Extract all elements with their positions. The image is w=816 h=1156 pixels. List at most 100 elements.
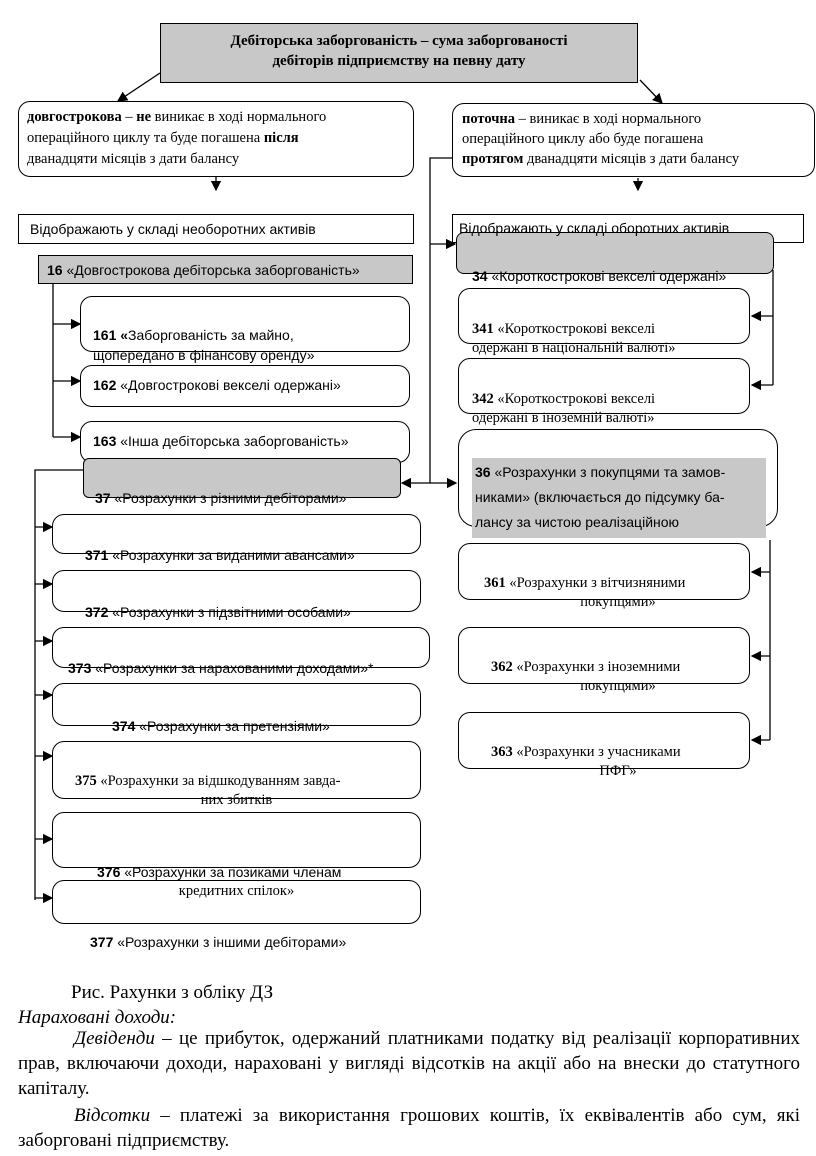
account-16-code: 16 bbox=[47, 262, 63, 278]
account-36-highlight bbox=[472, 458, 766, 538]
account-363-box bbox=[458, 712, 750, 769]
account-37-name: «Розрахунки з різними дебіторами» bbox=[110, 490, 347, 506]
current-term: поточна bbox=[462, 111, 516, 127]
title-box bbox=[160, 23, 638, 83]
account-361-code: 361 bbox=[484, 575, 506, 591]
account-374-label: 374 «Розрахунки за претензіями» bbox=[112, 718, 330, 735]
account-374-code: 374 bbox=[112, 718, 136, 734]
account-363-line-2: ПФГ» bbox=[599, 763, 637, 779]
account-342-line-2: одержані в іноземній валюті» bbox=[472, 410, 655, 426]
account-163-code: 163 bbox=[93, 433, 117, 449]
account-373-label: 373 «Розрахунки за нарахованими доходами… bbox=[68, 660, 373, 677]
account-342-code: 342 bbox=[472, 391, 494, 407]
account-341-line-1: 341 «Короткострокові векселі bbox=[472, 321, 655, 338]
account-375-code: 375 bbox=[75, 773, 97, 789]
account-162-label: 162 «Довгострокові векселі одержані» bbox=[93, 377, 341, 394]
account-36-code: 36 bbox=[475, 464, 491, 480]
account-363-line-1: 363 «Розрахунки з учасниками bbox=[491, 744, 681, 761]
subheading: Нараховані доходи: bbox=[18, 1007, 177, 1028]
account-372-name: «Розрахунки з підзвітними особами» bbox=[108, 604, 351, 620]
account-363-line-1-text: «Розрахунки з учасниками bbox=[512, 744, 681, 760]
current-box bbox=[452, 103, 815, 177]
account-34-box bbox=[456, 232, 774, 274]
longterm-line-3: дванадцяти місяців з дати балансу bbox=[27, 151, 240, 167]
account-377-label: 377 «Розрахунки з іншими дебіторами» bbox=[90, 934, 346, 951]
account-162-name: «Довгострокові векселі одержані» bbox=[116, 377, 341, 393]
account-375-line-1: 375 «Розрахунки за відшкодуванням завда- bbox=[75, 773, 340, 790]
account-375-box bbox=[52, 741, 421, 799]
account-16-label: 16 «Довгострокова дебіторська заборгован… bbox=[47, 262, 360, 279]
account-36-line-1-text: «Розрахунки з покупцями та замов- bbox=[490, 464, 726, 480]
account-342-box bbox=[458, 358, 750, 414]
account-161-line-1: 161 «Заборгованість за майно, bbox=[93, 327, 294, 344]
account-371-box bbox=[52, 514, 421, 554]
current-line-1-rest: – виникає в ході нормального bbox=[515, 111, 702, 127]
longterm-line-2-text: операційного циклу та буде погашена bbox=[27, 130, 264, 146]
account-363-code: 363 bbox=[491, 744, 513, 760]
current-line-3-rest: дванадцяти місяців з дати балансу bbox=[523, 151, 740, 167]
account-34-code: 34 bbox=[472, 268, 488, 284]
longterm-after: після bbox=[263, 130, 299, 146]
account-341-code: 341 bbox=[472, 321, 494, 337]
paragraph-dividends-text: – це прибуток, одержаний платниками пода… bbox=[18, 1028, 800, 1099]
current-line-3: протягом дванадцяти місяців з дати балан… bbox=[462, 151, 739, 168]
paragraph-interest: Відсотки – платежі за використання грошо… bbox=[18, 1103, 800, 1153]
paragraph-interest-text: – платежі за використання грошових кошті… bbox=[18, 1105, 800, 1151]
account-371-code: 371 bbox=[85, 547, 109, 563]
account-341-line-2: одержані в національній валюті» bbox=[472, 340, 676, 356]
account-377-name: «Розрахунки з іншими дебіторами» bbox=[113, 934, 347, 950]
title-line-2: дебіторів підприємству на певну дату bbox=[272, 53, 526, 69]
connector-lines bbox=[34, 72, 774, 904]
account-361-box bbox=[458, 543, 750, 600]
account-342-line-1: 342 «Короткострокові векселі bbox=[472, 391, 655, 408]
account-372-box bbox=[52, 570, 421, 612]
longterm-neg: не bbox=[136, 109, 152, 125]
account-376-code: 376 bbox=[97, 864, 121, 880]
figure-caption: Рис. Рахунки з обліку ДЗ bbox=[71, 982, 274, 1003]
reflect-current-label: Відображають у складі оборотних активів bbox=[459, 220, 730, 236]
longterm-line-1: довгострокова – не виникає в ході нормал… bbox=[27, 109, 326, 126]
account-361-line-1-text: «Розрахунки з вітчизняними bbox=[505, 575, 686, 591]
account-362-line-2: покупцями» bbox=[580, 678, 656, 694]
account-36-line-1: 36 «Розрахунки з покупцями та замов- bbox=[475, 464, 725, 481]
account-373-box bbox=[52, 627, 430, 668]
reflect-noncurrent-label: Відображають у складі необоротних активі… bbox=[30, 221, 316, 237]
paragraph-dividends-term: Девіденди bbox=[74, 1028, 155, 1049]
account-375-line-1-text: «Розрахунки за відшкодуванням завда- bbox=[96, 773, 341, 789]
account-362-line-1-text: «Розрахунки з іноземними bbox=[512, 659, 681, 675]
account-162-code: 162 bbox=[93, 377, 117, 393]
account-377-box bbox=[52, 880, 421, 924]
account-163-name: «Інша дебіторська заборгованість» bbox=[116, 433, 349, 449]
account-361-line-2: покупцями» bbox=[580, 594, 656, 610]
account-374-name: «Розрахунки за претензіями» bbox=[135, 718, 330, 734]
account-163-label: 163 «Інша дебіторська заборгованість» bbox=[93, 433, 349, 450]
account-374-box bbox=[52, 683, 421, 726]
account-16-box bbox=[38, 255, 413, 284]
account-37-code: 37 bbox=[95, 490, 111, 506]
longterm-line-1-rest: виникає в ході нормального bbox=[151, 109, 327, 125]
paragraph-interest-term: Відсотки bbox=[74, 1105, 151, 1126]
longterm-line-2: операційного циклу та буде погашена післ… bbox=[27, 130, 299, 147]
account-161-line-1-text: Заборгованість за майно, bbox=[128, 327, 294, 343]
current-line-2: операційного циклу або буде погашена bbox=[462, 131, 704, 147]
account-362-line-1: 362 «Розрахунки з іноземними bbox=[491, 659, 680, 676]
account-376-line-1-text: «Розрахунки за позиками членам bbox=[120, 864, 342, 880]
account-371-name: «Розрахунки за виданими авансами» bbox=[108, 547, 355, 563]
account-34-name: «Короткострокові векселі одержані» bbox=[487, 268, 727, 284]
account-36-line-2: никами» (включається до підсумку ба- bbox=[475, 489, 725, 505]
longterm-term: довгострокова bbox=[27, 109, 122, 125]
account-161-line-2: щопередано в фінансову оренду» bbox=[93, 347, 315, 363]
account-373-code: 373 bbox=[68, 660, 92, 676]
account-161-box bbox=[80, 296, 410, 352]
account-376-line-2: кредитних спілок» bbox=[178, 883, 295, 899]
account-34-label: 34 «Короткострокові векселі одержані» bbox=[472, 268, 726, 285]
account-377-code: 377 bbox=[90, 934, 114, 950]
account-372-label: 372 «Розрахунки з підзвітними особами» bbox=[85, 604, 351, 621]
account-37-label: 37 «Розрахунки з різними дебіторами» bbox=[95, 490, 346, 507]
account-373-name: «Розрахунки за нарахованими доходами»* bbox=[91, 660, 374, 676]
account-162-box bbox=[80, 365, 410, 407]
account-375-line-2: них збитків bbox=[200, 792, 273, 808]
account-37-box bbox=[83, 458, 401, 498]
longterm-dash: – bbox=[121, 109, 137, 125]
reflect-noncurrent-box bbox=[18, 214, 414, 244]
